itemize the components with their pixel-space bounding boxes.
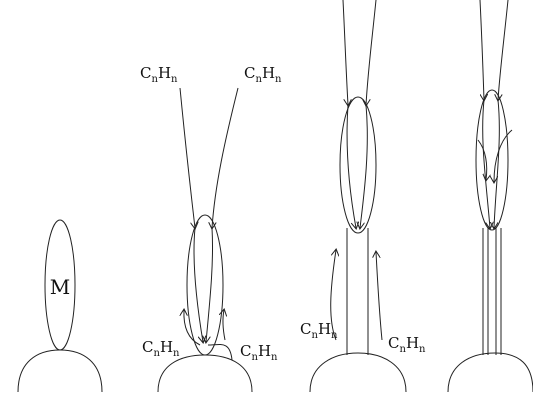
panel-2: CnHn CnHn CnHn CnHn	[140, 64, 282, 392]
incoming-arrow-right-3	[366, 0, 376, 105]
incoming-arrow-left	[180, 88, 195, 228]
gas-label-bottom-right-3: CnHn	[388, 334, 426, 355]
panel-4	[448, 0, 533, 392]
incoming-arrow-left-4	[480, 0, 484, 100]
outgoing-arrow-right	[208, 344, 232, 360]
incoming-arrow-right-4	[498, 0, 508, 100]
outgoing-arrow-right-head	[223, 310, 225, 340]
inner-flow-left	[194, 228, 203, 342]
substrate-dome-2	[158, 355, 252, 392]
outgoing-arrow-left-3	[331, 250, 336, 340]
gas-label-bottom-left-3: CnHn	[300, 320, 338, 341]
substrate-dome-3	[310, 353, 406, 392]
panel-1: M	[18, 220, 102, 392]
inner-flow-b-4	[494, 100, 499, 228]
catalyst-particle-4	[476, 90, 508, 230]
catalyst-particle-3	[340, 97, 376, 233]
inner-flow-right-3	[360, 105, 367, 228]
outgoing-arrow-left	[184, 310, 200, 345]
substrate-dome-1	[18, 350, 102, 392]
inner-flow-right	[206, 228, 213, 342]
inner-flow-left-3	[347, 105, 356, 228]
gas-label-bottom-right: CnHn	[240, 342, 278, 363]
outgoing-arrow-right-3	[376, 252, 382, 340]
catalyst-particle-2	[187, 215, 223, 355]
inner-flow-c-4	[494, 130, 512, 182]
particle-label: M	[50, 275, 70, 299]
substrate-dome-4	[448, 353, 533, 392]
gas-label-top-left: CnHn	[140, 64, 178, 85]
gas-label-bottom-left: CnHn	[142, 338, 180, 359]
panel-3: CnHn CnHn	[300, 0, 426, 392]
incoming-arrow-right	[212, 88, 238, 228]
incoming-arrow-left-3	[343, 0, 348, 105]
gas-label-top-right: CnHn	[244, 64, 282, 85]
